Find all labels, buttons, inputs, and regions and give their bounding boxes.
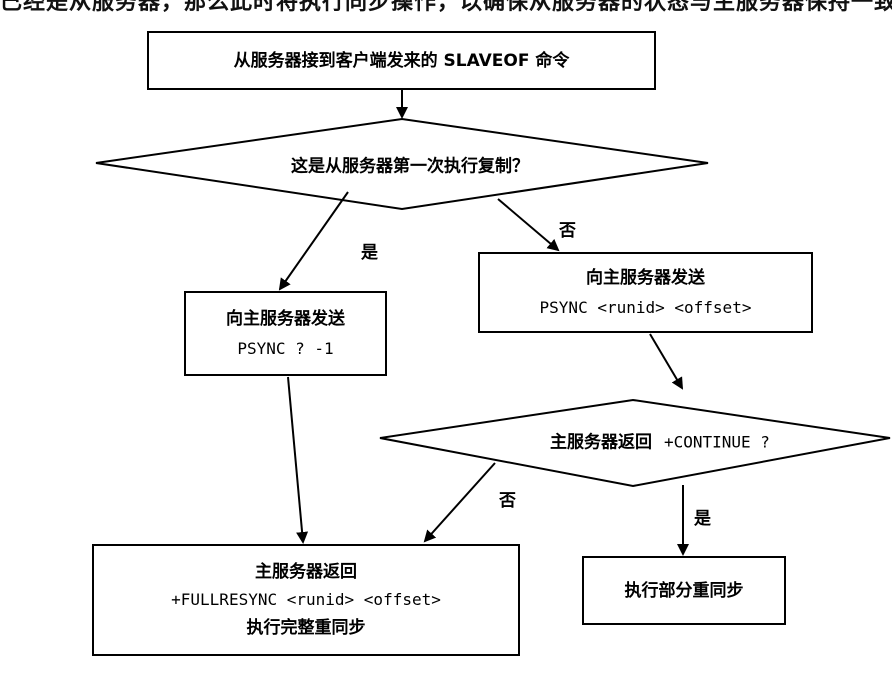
decision-first-diamond	[95, 117, 709, 211]
edge-label-yes-continue: 是	[694, 509, 711, 529]
full-resync-command: +FULLRESYNC <runid> <offset>	[171, 590, 441, 609]
edge-label-yes-first: 是	[361, 243, 378, 263]
full-psync-request-box: 向主服务器发送 PSYNC ? -1	[184, 291, 387, 376]
full-psync-request-command: PSYNC ? -1	[237, 338, 334, 358]
partial-resync-box: 执行部分重同步	[582, 556, 786, 625]
start-box: 从服务器接到客户端发来的 SLAVEOF 命令	[147, 31, 656, 90]
decision-continue-diamond	[379, 398, 891, 488]
edge-label-no-continue: 否	[499, 491, 516, 511]
partial-psync-request-box: 向主服务器发送 PSYNC <runid> <offset>	[478, 252, 813, 333]
decision-first-text: 这是从服务器第一次执行复制？	[291, 156, 529, 177]
arrow-continue-to-full-resync	[423, 462, 496, 543]
partial-psync-request-title: 向主服务器发送	[586, 267, 705, 288]
arrow-decision-to-partial-request	[497, 198, 560, 252]
full-resync-title: 主服务器返回	[255, 562, 357, 582]
edge-label-no-first: 否	[559, 221, 576, 241]
arrow-full-request-to-full-resync	[287, 376, 309, 544]
start-text: 从服务器接到客户端发来的 SLAVEOF 命令	[233, 50, 570, 71]
arrow-decision-to-full-request	[278, 191, 349, 291]
full-psync-request-title: 向主服务器发送	[226, 308, 345, 329]
decision-continue-label: 主服务器返回	[550, 432, 653, 453]
arrow-partial-request-to-continue	[649, 333, 684, 390]
full-resync-action: 执行完整重同步	[246, 618, 366, 638]
decision-continue-code: +CONTINUE ?	[663, 432, 770, 452]
partial-resync-text: 执行部分重同步	[624, 580, 744, 601]
full-resync-box: 主服务器返回 +FULLRESYNC <runid> <offset> 执行完整…	[92, 544, 520, 656]
decision-continue-text: 主服务器返回 +CONTINUE ?	[550, 428, 770, 453]
top-text-fragment: 已经是从服务器，那么此时将执行同步操作，以确保从服务器的状态与主服务器保持一致。…	[0, 0, 892, 15]
partial-psync-request-command: PSYNC <runid> <offset>	[539, 297, 752, 317]
